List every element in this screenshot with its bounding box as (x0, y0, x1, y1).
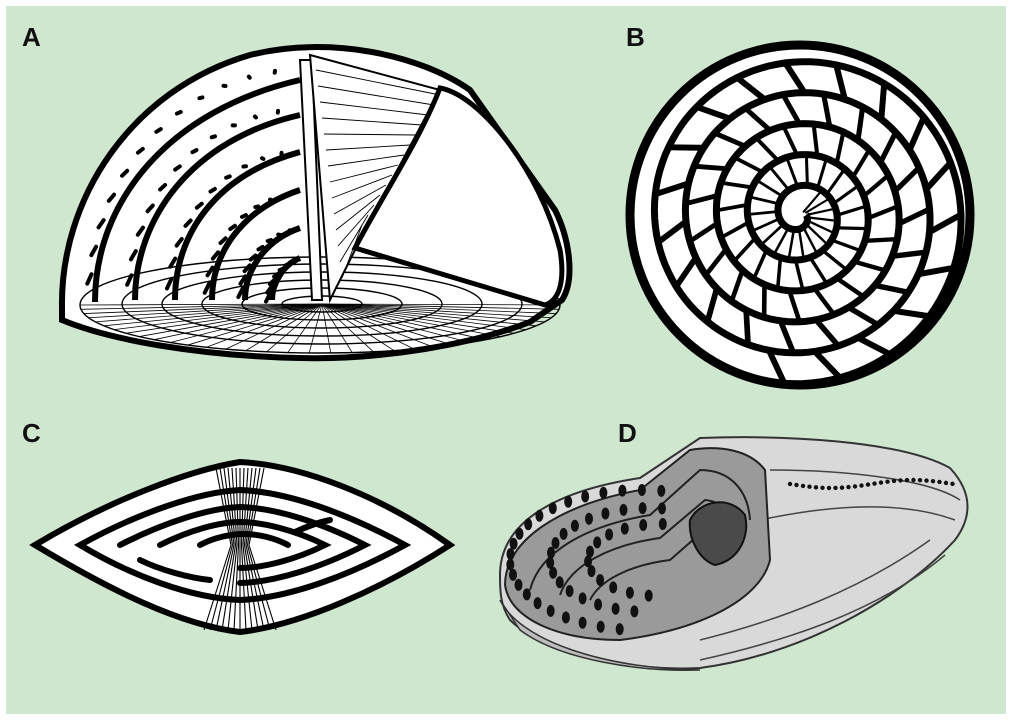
panel-b-drawing (628, 43, 972, 387)
panel-label-c: C (22, 418, 41, 449)
panel-label-b: B (626, 22, 645, 53)
panel-label-d: D (618, 418, 637, 449)
panel-d-drawing (500, 437, 968, 670)
panel-a-drawing (62, 47, 570, 358)
panel-c-drawing (35, 462, 450, 632)
panel-label-a: A (22, 22, 41, 53)
